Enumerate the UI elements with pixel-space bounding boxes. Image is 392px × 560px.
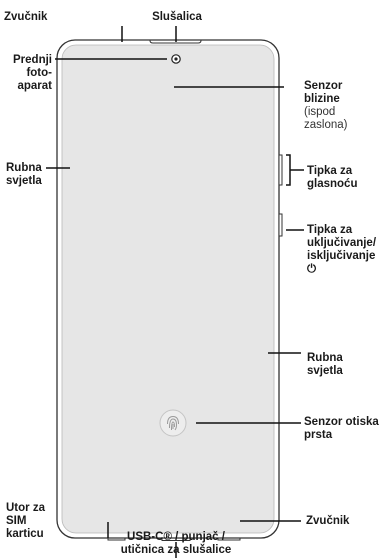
label-power-key: Tipka za uključivanje/ isključivanje ⏻: [307, 224, 377, 275]
front-camera-icon: [171, 54, 181, 64]
usb-port-shape: [161, 538, 191, 541]
label-edge-light-right: Rubna svjetla: [307, 352, 343, 377]
power-icon: ⏻: [307, 263, 317, 275]
label-proximity-sensor: Senzor blizine (ispod zaslona): [304, 80, 348, 131]
label-fingerprint-sensor: Senzor otiska prsta: [304, 416, 379, 441]
label-volume-key: Tipka za glasnoću: [307, 165, 358, 190]
label-edge-light-left: Rubna svjetla: [6, 162, 42, 187]
leader-lines: [46, 26, 304, 558]
label-front-camera: Prednji foto- aparat: [13, 54, 52, 92]
fingerprint-icon: [159, 409, 187, 437]
power-key-shape: [278, 213, 283, 237]
phone-screen: [61, 44, 275, 534]
sim-slot-shape: [107, 538, 126, 541]
label-sim-slot: Utor za SIM karticu: [6, 502, 45, 540]
earpiece-slot: [149, 40, 202, 44]
label-speaker-top: Zvučnik: [4, 11, 48, 23]
label-usb-port: USB-C® / punjač / utičnica za slušalice: [120, 531, 232, 556]
bottom-speaker-shape: [217, 538, 241, 541]
leader-volume: [286, 154, 304, 186]
volume-key-shape: [278, 154, 283, 186]
label-speaker-bottom: Zvučnik: [306, 515, 350, 527]
label-earpiece: Slušalica: [152, 11, 202, 23]
proximity-note: (ispod: [304, 106, 336, 118]
